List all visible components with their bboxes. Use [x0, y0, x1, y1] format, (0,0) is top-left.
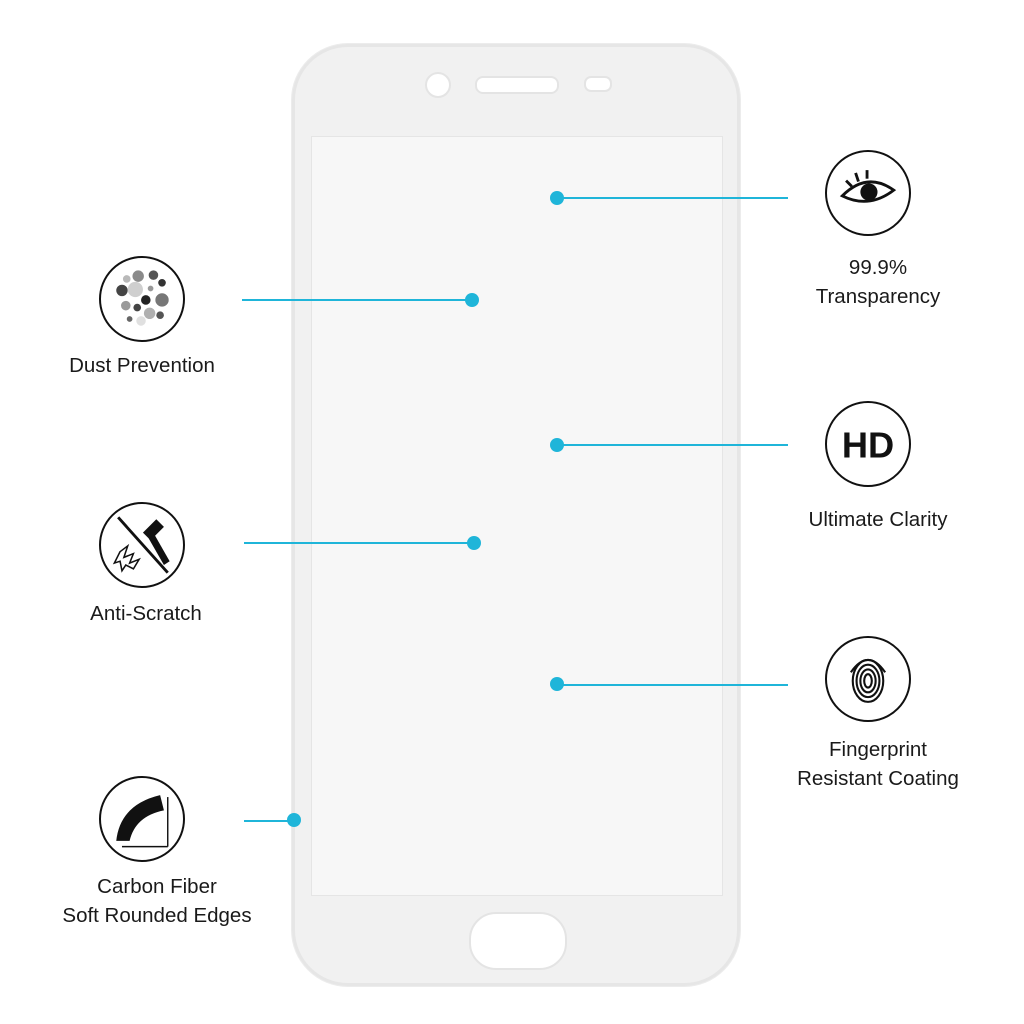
rounded-edges-label: Carbon Fiber Soft Rounded Edges: [62, 875, 252, 927]
callout-dot-dust: [465, 293, 479, 307]
transparency-label: 99.9% Transparency: [815, 256, 941, 308]
callout-dot-transparency: [550, 191, 564, 205]
screen-protector: [311, 136, 723, 896]
fingerprint-coating-label: Fingerprint Resistant Coating: [797, 738, 959, 790]
callout-line-fingerprint: [557, 684, 788, 686]
eye-icon: [825, 150, 911, 236]
home-button: [469, 912, 567, 970]
hammer-icon: [99, 502, 185, 588]
hd-icon: HD: [825, 401, 911, 487]
callout-line-dust: [242, 299, 473, 301]
callout-dot-scratch: [467, 536, 481, 550]
callout-line-clarity: [557, 444, 788, 446]
callout-line-edges: [244, 820, 294, 822]
front-camera: [425, 72, 451, 98]
earpiece-speaker: [475, 76, 559, 94]
svg-text:HD: HD: [842, 424, 894, 465]
callout-dot-edges: [287, 813, 301, 827]
dust-prevention-label: Dust Prevention: [69, 354, 215, 377]
callout-line-scratch: [244, 542, 475, 544]
callout-line-transparency: [557, 197, 788, 199]
rounded-edge-icon: [99, 776, 185, 862]
callout-dot-clarity: [550, 438, 564, 452]
ultimate-clarity-label: Ultimate Clarity: [808, 508, 948, 531]
fingerprint-icon: [825, 636, 911, 722]
proximity-sensor: [584, 76, 612, 92]
anti-scratch-label: Anti-Scratch: [90, 602, 202, 625]
dust-particles-icon: [99, 256, 185, 342]
callout-dot-fingerprint: [550, 677, 564, 691]
